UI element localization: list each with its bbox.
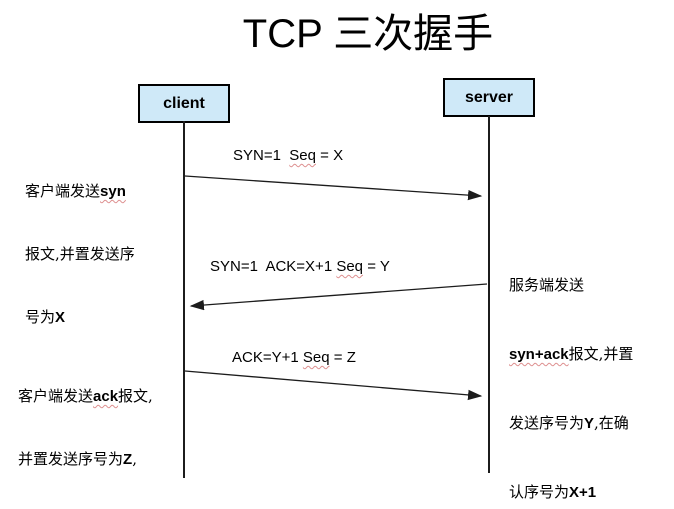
message-label-synack: SYN=1 ACK=X+1 Seq = Y [210,258,390,275]
msg2-pre: SYN=1 ACK=X+1 [210,258,337,275]
msg3-post: = Z [329,349,356,366]
server-actor-box: server [443,78,535,117]
msg3-seq: Seq [302,349,330,366]
server-label: server [464,88,514,106]
message-label-ack: ACK=Y+1 Seq = Z [232,349,356,366]
arrow-syn [184,175,483,201]
annotation-line: 服务端发送 [509,276,585,294]
arrow-synack [189,283,488,311]
arrow-ack [184,370,483,401]
msg3-pre: ACK=Y+1 [232,349,303,366]
annotation-line: 客户端发送ack报文, [18,387,153,405]
annotation-line: 客户端发送syn [25,182,126,200]
msg2-post: = Y [363,258,390,275]
annotation-server-synack: 服务端发送 syn+ack报文,并置 发送序号为Y,在确 认序号为X+1 [509,228,633,509]
message-label-syn: SYN=1 Seq = X [233,147,343,164]
annotation-client-syn: 客户端发送syn 报文,并置发送序 号为X [25,139,135,370]
title-latin: TCP [242,12,334,56]
msg1-post: = X [315,147,344,164]
page-title: TCP 三次握手 [0,10,674,58]
client-label: client [163,94,205,112]
annotation-line: 号为X [25,308,66,326]
server-lifeline [488,116,490,473]
annotation-client-ack: 客户端发送ack报文, 并置发送序号为Z, 在确认序号为Y+1 [18,344,153,509]
annotation-line: 发送序号为Y,在确 [509,414,629,432]
msg2-seq: Seq [336,258,364,275]
annotation-line: 并置发送序号为Z, [18,450,137,468]
client-lifeline [183,121,185,478]
msg1-pre: SYN=1 [233,147,290,164]
annotation-line: 认序号为X+1 [509,483,597,501]
annotation-line: 报文,并置发送序 [25,245,135,263]
title-chinese: 三次握手 [333,11,494,57]
msg1-seq: Seq [289,147,316,164]
annotation-line: syn+ack报文,并置 [509,345,634,363]
